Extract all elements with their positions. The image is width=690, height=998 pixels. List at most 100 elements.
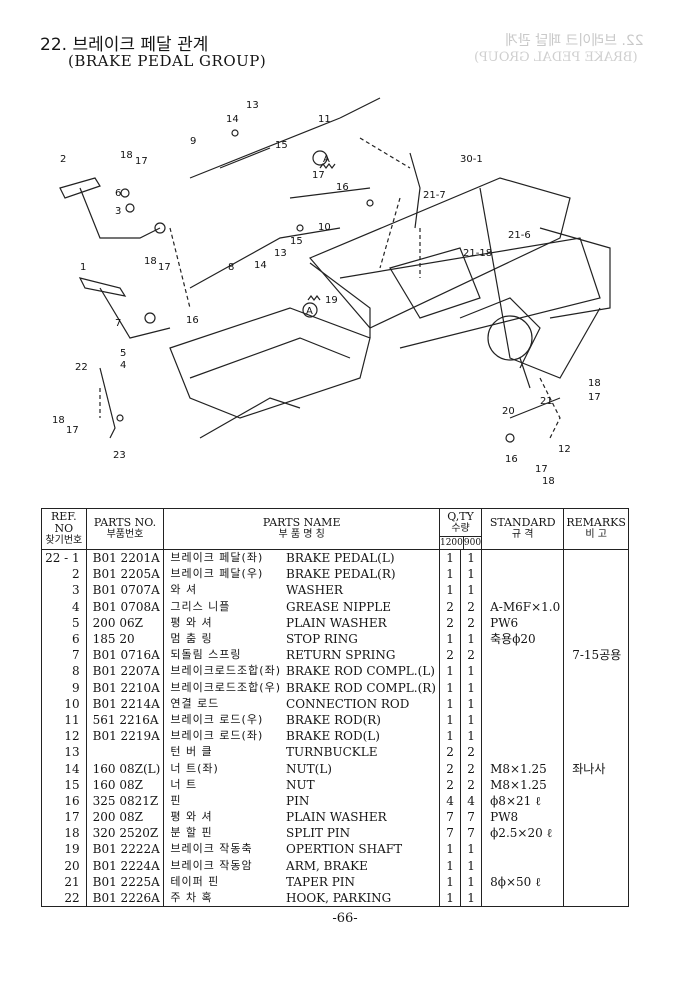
ref-no-cell: 12 [41,728,87,745]
qty-900-cell: 1 [460,679,483,696]
callout: 21-6 [508,230,531,241]
name-en-cell: PLAIN WASHER [284,809,440,826]
name-kr-cell: 연결 로드 [163,695,285,712]
callout: 13 [274,248,287,259]
parts-no-cell: B01 2210A [85,679,165,696]
standard-cell: PW8 [481,809,565,826]
remarks-cell [563,809,629,826]
name-en-cell: PLAIN WASHER [284,614,440,631]
callout: 17 [535,464,548,475]
parts-no-cell: B01 0708A [85,598,165,615]
name-kr-cell: 주 차 혹 [163,889,285,908]
ref-no-cell: 4 [41,598,87,615]
qty-1200-cell: 1 [438,582,462,599]
standard-cell [481,663,565,680]
name-kr-cell: 멈 춤 링 [163,630,285,648]
callout: 15 [275,140,288,151]
qty-900-cell: 1 [460,549,483,567]
standard-cell: ϕ2.5×20 ℓ [481,825,565,842]
standard-cell: ϕ8×21 ℓ [481,792,565,809]
parts-no-cell: B01 2226A [85,889,165,908]
ref-no-cell: 5 [41,614,87,631]
standard-cell [481,841,565,858]
frame-right [539,227,611,319]
standard-cell [481,566,565,583]
brake-rod-right [189,117,341,179]
qty-1200-cell: 7 [438,825,462,842]
callout: 14 [254,260,267,271]
remarks-cell [563,614,629,631]
remarks-cell [563,776,629,793]
callout: 17 [135,156,148,167]
qty-900-cell: 1 [460,582,483,599]
callout: 23 [113,450,126,461]
parts-no-cell: 160 08Z(L) [85,760,165,777]
qty-900-cell: 1 [460,630,483,648]
frame-rail-upper [309,177,571,329]
qty-900-cell: 1 [460,857,483,874]
remarks-cell [563,549,629,567]
ref-no-cell: 3 [41,582,87,599]
return-spring-lower [307,295,321,301]
ref-no-cell: 14 [41,760,87,777]
parts-no-cell: B01 2201A [85,549,165,567]
callout: 12 [558,444,571,455]
name-en-cell: TAPER PIN [284,873,440,890]
remarks-cell [563,857,629,874]
name-en-cell: CONNECTION ROD [284,695,440,712]
ref-no-cell: 8 [41,663,87,680]
name-kr-cell: 브레이크 페달(좌) [163,549,285,567]
name-kr-cell: 와 셔 [163,582,285,599]
qty-900-cell: 2 [460,647,483,664]
pedal-left [78,277,127,297]
name-kr-cell: 브레이크로드조합(좌) [163,663,285,680]
name-en-cell: NUT [284,776,440,793]
arm-brake [509,397,561,419]
qty-900-cell: 1 [460,728,483,745]
bleedthrough-title: 22. 브레이크 페달 관계 [505,33,644,49]
ref-no-cell: 15 [41,776,87,793]
name-en-cell: OPERTION SHAFT [284,841,440,858]
qty-1200-cell: 1 [438,841,462,858]
callout: 11 [318,114,331,125]
callout: 20 [502,406,515,417]
qty-900-cell: 1 [460,873,483,890]
callout: 18 [588,378,601,389]
operation-shaft [309,262,371,338]
remarks-cell [563,566,629,583]
name-kr-cell: 브레이크 로드(우) [163,711,285,729]
name-kr-cell: 분 할 핀 [163,825,285,842]
name-en-cell: BRAKE ROD COMPL.(L) [284,663,440,680]
callout: 10 [318,222,331,233]
qty-900-cell: 7 [460,825,483,842]
qty-1200-cell: 1 [438,695,462,712]
qty-900-cell: 4 [460,792,483,809]
name-en-cell: BRAKE PEDAL(L) [284,549,440,567]
standard-cell [481,695,565,712]
name-en-cell: PIN [284,792,440,809]
ref-no-cell: 7 [41,647,87,664]
parts-no-cell: B01 2224A [85,857,165,874]
callout: 15 [290,236,303,247]
name-en-cell: BRAKE PEDAL(R) [284,566,440,583]
ref-no-cell: 6 [41,630,87,648]
bleedthrough-subtitle: (BRAKE PEDAL GROUP) [474,50,638,65]
callout: 16 [505,454,518,465]
ref-no-cell: 9 [41,679,87,696]
qty-1200-cell: 2 [438,744,462,761]
name-en-cell: ARM, BRAKE [284,857,440,874]
callout: 18 [144,256,157,267]
